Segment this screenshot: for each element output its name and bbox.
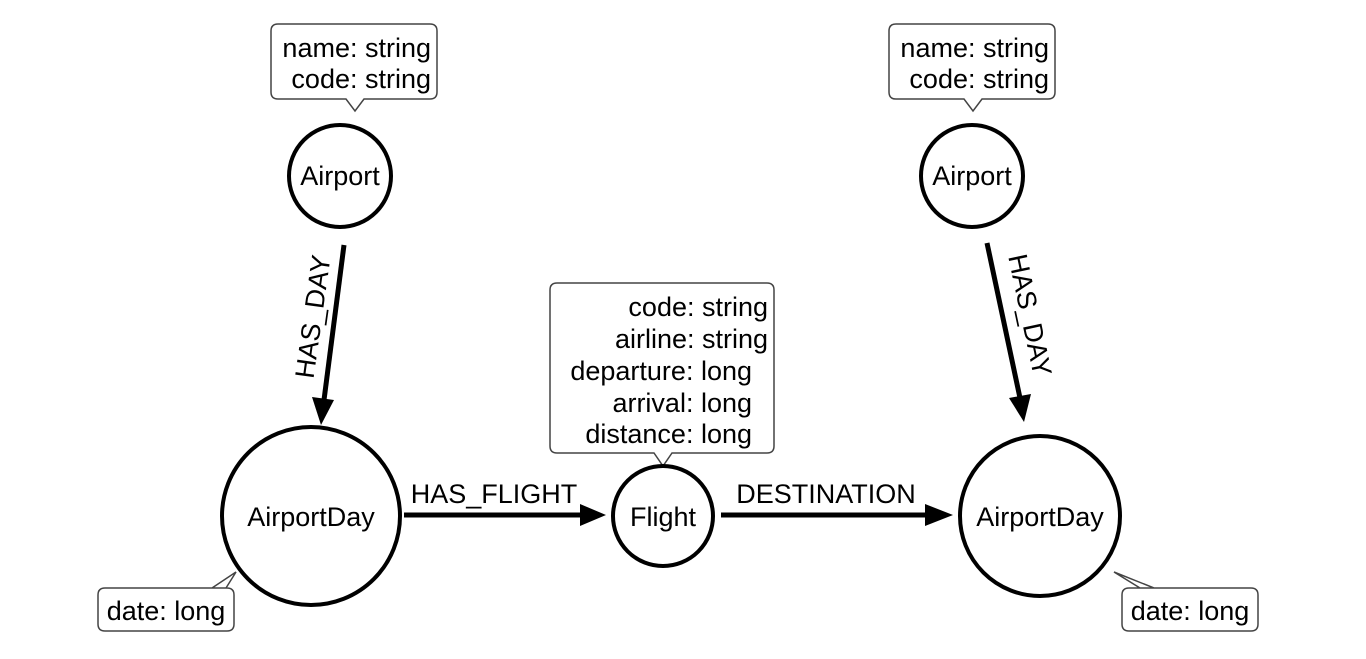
node-circle xyxy=(220,425,402,607)
callout-box xyxy=(888,23,1056,113)
arrow-head xyxy=(580,504,606,526)
property-text: code: string xyxy=(291,64,431,94)
node-airportday-left: AirportDay xyxy=(220,425,402,607)
callout-box xyxy=(270,23,438,113)
node-label: AirportDay xyxy=(976,502,1104,532)
node-circle xyxy=(611,464,715,568)
node-label: Airport xyxy=(300,161,380,191)
arrow-head xyxy=(925,504,953,526)
arrow-head xyxy=(1009,394,1031,422)
node-circle xyxy=(287,123,393,229)
edge-label: HAS_FLIGHT xyxy=(411,479,578,509)
property-text: code: string xyxy=(628,292,768,322)
property-text: date: long xyxy=(1131,596,1250,626)
node-flight: Flight xyxy=(611,464,715,568)
node-circle xyxy=(919,123,1025,229)
node-label: Flight xyxy=(630,502,697,532)
edge-line xyxy=(321,244,347,401)
callout-airportday-left: date: long xyxy=(97,571,237,632)
callout-airportday-right: date: long xyxy=(1113,571,1259,632)
callout-box xyxy=(97,571,237,632)
callout-airport-left: name: string code: string xyxy=(270,23,438,113)
edge-has-day-right: HAS_DAY xyxy=(984,242,1057,422)
property-text: name: string xyxy=(282,33,431,63)
arrow-head xyxy=(312,397,334,425)
property-text: departure: long xyxy=(570,356,752,386)
callout-flight: code: string airline: string departure: … xyxy=(549,282,775,468)
property-text: date: long xyxy=(107,596,226,626)
edge-destination: DESTINATION xyxy=(721,479,953,526)
edge-has-flight: HAS_FLIGHT xyxy=(404,479,606,526)
property-text: code: string xyxy=(909,64,1049,94)
callout-box xyxy=(1113,571,1259,632)
node-airport-left: Airport xyxy=(287,123,393,229)
property-text: airline: string xyxy=(615,324,768,354)
edge-label: DESTINATION xyxy=(736,479,916,509)
callout-airport-right: name: string code: string xyxy=(888,23,1056,113)
node-circle xyxy=(958,434,1122,598)
node-airportday-right: AirportDay xyxy=(958,434,1122,598)
node-label: Airport xyxy=(932,161,1012,191)
property-text: distance: long xyxy=(585,419,752,449)
property-text: name: string xyxy=(900,33,1049,63)
property-text: arrival: long xyxy=(612,388,752,418)
node-label: AirportDay xyxy=(247,502,375,532)
node-airport-right: Airport xyxy=(919,123,1025,229)
edge-has-day-left: HAS_DAY xyxy=(290,244,347,425)
callout-box xyxy=(549,282,775,468)
edge-line xyxy=(984,242,1023,399)
